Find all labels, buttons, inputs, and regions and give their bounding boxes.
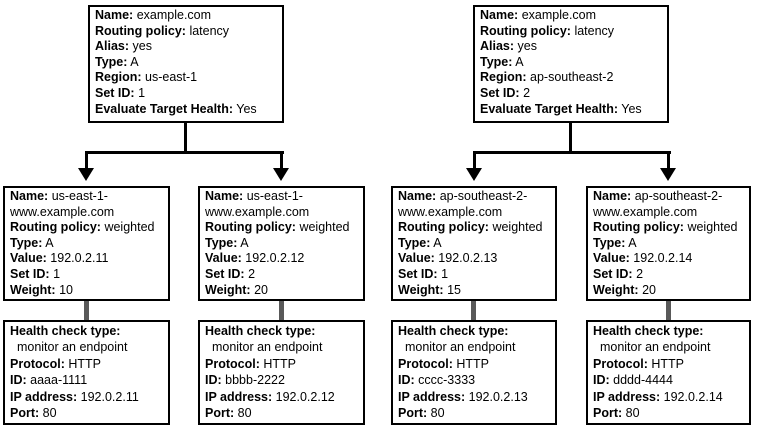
record-line: Region: ap-southeast-2 — [480, 70, 614, 85]
record-line: Port: 80 — [205, 406, 252, 421]
record-line: Weight: 15 — [398, 282, 461, 297]
record-line: Routing policy: weighted — [398, 220, 543, 235]
record-line: Region: us-east-1 — [95, 70, 198, 85]
record-line: Port: 80 — [10, 406, 57, 421]
record-line: Protocol: HTTP — [398, 356, 489, 371]
record-line: Set ID: 2 — [205, 266, 256, 281]
record-line: Health check type: — [593, 324, 704, 338]
record-line: Routing policy: latency — [95, 23, 230, 38]
connector-health-4 — [666, 301, 671, 320]
record-line: ID: bbbb-2222 — [205, 373, 285, 388]
record-line: Weight: 10 — [10, 282, 73, 297]
record-line: ID: aaaa-1111 — [10, 373, 88, 388]
record-line: Evaluate Target Health: Yes — [95, 101, 257, 116]
record-line: Alias: yes — [480, 39, 537, 54]
connector-horizontal — [85, 151, 284, 154]
connector-stem — [184, 123, 187, 154]
record-line: Name: ap-southeast-2-www.example.com — [593, 189, 723, 219]
arrow-down-icon — [273, 168, 289, 181]
record-line: Port: 80 — [593, 406, 640, 421]
connector-drop — [667, 151, 670, 168]
record-line: Alias: yes — [95, 39, 152, 54]
record-line: Value: 192.0.2.14 — [593, 251, 693, 266]
connector-health-2 — [279, 301, 284, 320]
record-line: ID: cccc-3333 — [398, 373, 476, 388]
record-line: Value: 192.0.2.13 — [398, 251, 498, 266]
record-line: Type: A — [593, 235, 637, 250]
connector-drop — [85, 151, 88, 168]
record-line: Type: A — [10, 235, 54, 250]
connector-horizontal — [473, 151, 671, 154]
connector-drop — [473, 151, 476, 168]
arrow-down-icon — [78, 168, 94, 181]
record-line: IP address: 192.0.2.13 — [398, 389, 528, 404]
record-line: Routing policy: weighted — [205, 220, 350, 235]
arrow-down-icon — [660, 168, 676, 181]
connector-health-3 — [471, 301, 476, 320]
arrow-down-icon — [466, 168, 482, 181]
record-line: Set ID: 1 — [95, 85, 146, 100]
record-line: Protocol: HTTP — [205, 356, 296, 371]
record-line: monitor an endpoint — [398, 340, 516, 355]
record-line: Type: A — [398, 235, 442, 250]
record-line: Name: example.com — [95, 8, 212, 22]
record-line: Routing policy: latency — [480, 23, 615, 38]
record-line: monitor an endpoint — [10, 340, 128, 355]
record-line: Evaluate Target Health: Yes — [480, 101, 642, 116]
record-line: Health check type: — [398, 324, 509, 338]
record-line: Type: A — [205, 235, 249, 250]
record-line: Protocol: HTTP — [10, 356, 101, 371]
record-line: monitor an endpoint — [593, 340, 711, 355]
record-line: Routing policy: weighted — [10, 220, 155, 235]
record-line: IP address: 192.0.2.14 — [593, 389, 723, 404]
record-line: Set ID: 1 — [10, 266, 61, 281]
record-line: Health check type: — [10, 324, 121, 338]
record-line: Type: A — [480, 54, 524, 69]
record-line: Name: ap-southeast-2-www.example.com — [398, 189, 528, 219]
record-line: Health check type: — [205, 324, 316, 338]
record-line: Name: us-east-1-www.example.com — [10, 189, 115, 219]
record-line: Weight: 20 — [593, 282, 656, 297]
record-line: IP address: 192.0.2.11 — [10, 389, 139, 404]
record-line: Routing policy: weighted — [593, 220, 738, 235]
record-line: IP address: 192.0.2.12 — [205, 389, 335, 404]
record-line: Port: 80 — [398, 406, 445, 421]
record-line: Set ID: 1 — [398, 266, 449, 281]
record-line: Weight: 20 — [205, 282, 268, 297]
record-line: monitor an endpoint — [205, 340, 323, 355]
record-line: ID: dddd-4444 — [593, 373, 673, 388]
connector-stem — [569, 123, 572, 154]
connector-health-1 — [84, 301, 89, 320]
connector-drop — [280, 151, 283, 168]
record-line: Set ID: 2 — [480, 85, 531, 100]
record-line: Value: 192.0.2.12 — [205, 251, 305, 266]
record-line: Value: 192.0.2.11 — [10, 251, 109, 266]
record-line: Name: example.com — [480, 8, 597, 22]
record-line: Set ID: 2 — [593, 266, 644, 281]
record-line: Protocol: HTTP — [593, 356, 684, 371]
record-line: Name: us-east-1-www.example.com — [205, 189, 310, 219]
record-line: Type: A — [95, 54, 139, 69]
